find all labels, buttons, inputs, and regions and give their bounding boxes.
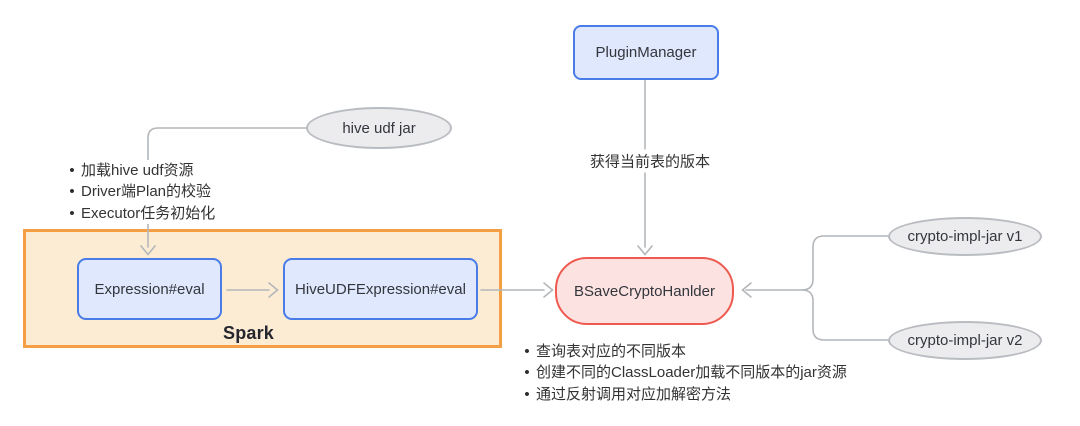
- connector-crypto-v2-to-handler-path: [801, 289, 891, 341]
- arrowhead-down-icon: [637, 245, 653, 256]
- spark-note-text: Driver端Plan的校验: [81, 183, 212, 201]
- node-crypto-impl-jar-v1: crypto-impl-jar v1: [888, 217, 1042, 256]
- node-crypto-impl-jar-v1-label: crypto-impl-jar v1: [907, 228, 1023, 245]
- node-hive-udf-expression-eval-label: HiveUDFExpression#eval: [295, 280, 466, 298]
- node-bsave-crypto-handler: BSaveCryptoHanlder: [555, 257, 734, 325]
- list-item: • Executor任务初始化: [63, 203, 215, 224]
- handler-note-text: 查询表对应的不同版本: [536, 343, 687, 360]
- edge-label-get-table-version: 获得当前表的版本: [584, 149, 716, 173]
- node-plugin-manager: PluginManager: [573, 25, 719, 80]
- node-crypto-impl-jar-v2-label: crypto-impl-jar v2: [907, 332, 1023, 349]
- list-item: • 加载hive udf资源: [63, 160, 215, 181]
- connector-crypto-v1-to-handler: [745, 235, 891, 291]
- list-item: • 通过反射调用对应加解密方法: [518, 384, 847, 405]
- spark-group-label: Spark: [222, 323, 275, 343]
- node-plugin-manager-label: PluginManager: [595, 44, 697, 61]
- bullet-icon: •: [69, 204, 75, 222]
- node-hive-udf-jar-label: hive udf jar: [342, 119, 416, 137]
- spark-note-text: 加载hive udf资源: [81, 162, 194, 179]
- node-expression-eval-label: Expression#eval: [94, 280, 205, 298]
- bullet-icon: •: [524, 385, 530, 403]
- handler-note-text: 通过反射调用对应加解密方法: [536, 385, 732, 403]
- handler-notes-list: • 查询表对应的不同版本 • 创建不同的ClassLoader加载不同版本的ja…: [518, 341, 847, 406]
- bullet-icon: •: [524, 364, 530, 382]
- list-item: • 创建不同的ClassLoader加载不同版本的jar资源: [518, 362, 847, 383]
- bullet-icon: •: [69, 183, 75, 201]
- list-item: • 查询表对应的不同版本: [518, 341, 847, 362]
- node-hive-udf-expression-eval: HiveUDFExpression#eval: [283, 258, 478, 320]
- spark-note-text: Executor任务初始化: [81, 204, 216, 222]
- node-hive-udf-jar: hive udf jar: [306, 107, 452, 149]
- spark-notes-list: • 加载hive udf资源 • Driver端Plan的校验 • Execut…: [63, 160, 216, 225]
- list-item: • Driver端Plan的校验: [63, 181, 215, 202]
- node-bsave-crypto-handler-label: BSaveCryptoHanlder: [574, 282, 715, 300]
- arrowhead-left-icon: [741, 282, 752, 298]
- bullet-icon: •: [524, 343, 530, 360]
- node-expression-eval: Expression#eval: [77, 258, 222, 320]
- bullet-icon: •: [69, 162, 75, 179]
- arrowhead-right-icon: [543, 282, 554, 298]
- node-crypto-impl-jar-v2: crypto-impl-jar v2: [888, 321, 1042, 360]
- handler-note-text: 创建不同的ClassLoader加载不同版本的jar资源: [536, 364, 847, 382]
